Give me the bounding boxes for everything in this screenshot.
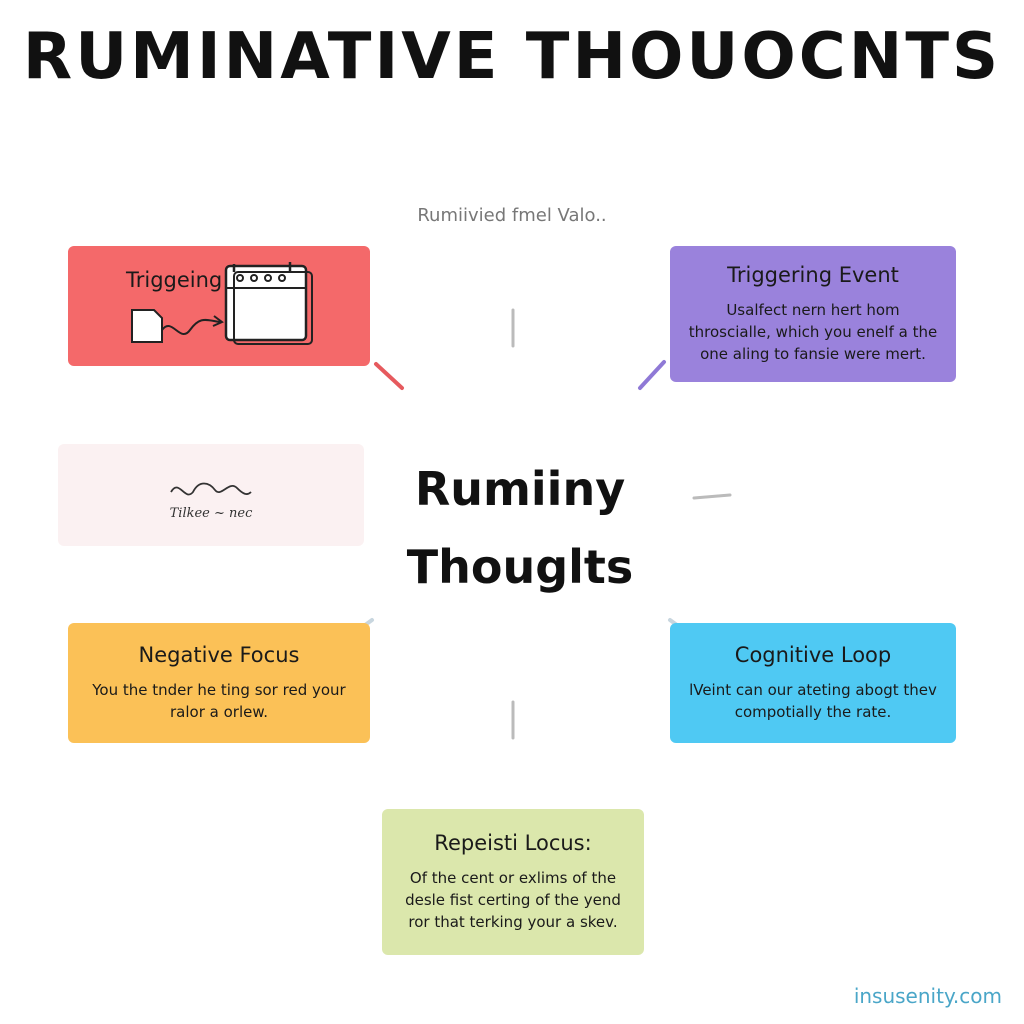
central-topic-line-1: Rumiiny (414, 462, 626, 516)
triggering-box: Triggeing (68, 246, 370, 366)
squiggle-sketch-icon (170, 482, 252, 495)
connector-right-middle (692, 493, 732, 500)
connector-red (374, 362, 404, 390)
repetitive-locus-title: Repeisti Locus: (434, 831, 592, 855)
watermark-text: insusenity.com (853, 984, 1002, 1008)
negative-focus-body: You the tnder he ting sor red your ralor… (92, 681, 346, 721)
triggering-event-body: Usalfect nern hert hom throscialle, whic… (688, 301, 938, 363)
sketch-box: Tilkee ~ nec (58, 444, 364, 546)
document-arrow-icon (131, 309, 224, 343)
cognitive-loop-title: Cognitive Loop (734, 643, 892, 667)
negative-focus-box: Negative Focus You the tnder he ting sor… (68, 623, 370, 743)
cognitive-loop-box: Cognitive Loop lVeint can our ateting ab… (670, 623, 956, 743)
repetitive-locus-box: Repeisti Locus: Of the cent or exlims of… (382, 809, 644, 955)
diagram-title: Ruminative Thouocnts (22, 20, 1002, 94)
triggering-box-title: Triggeing (126, 268, 223, 292)
connector-purple (638, 360, 666, 390)
cognitive-loop-body: lVeint can our ateting abogt thev compot… (689, 681, 937, 721)
triggering-event-title: Triggering Event (727, 263, 899, 287)
central-topic: Rumiiny Thouglts (380, 450, 660, 606)
triggering-event-box: Triggering Event Usalfect nern hert hom … (670, 246, 956, 382)
calendar-icon (224, 262, 313, 345)
central-topic-line-2: Thouglts (406, 540, 634, 594)
negative-focus-title: Negative Focus (138, 643, 300, 667)
repetitive-locus-body: Of the cent or exlims of the desle fist … (405, 869, 621, 931)
sketch-caption: Tilkee ~ nec (169, 505, 253, 521)
diagram-subtitle: Rumiivied fmel Valo.. (417, 205, 607, 226)
